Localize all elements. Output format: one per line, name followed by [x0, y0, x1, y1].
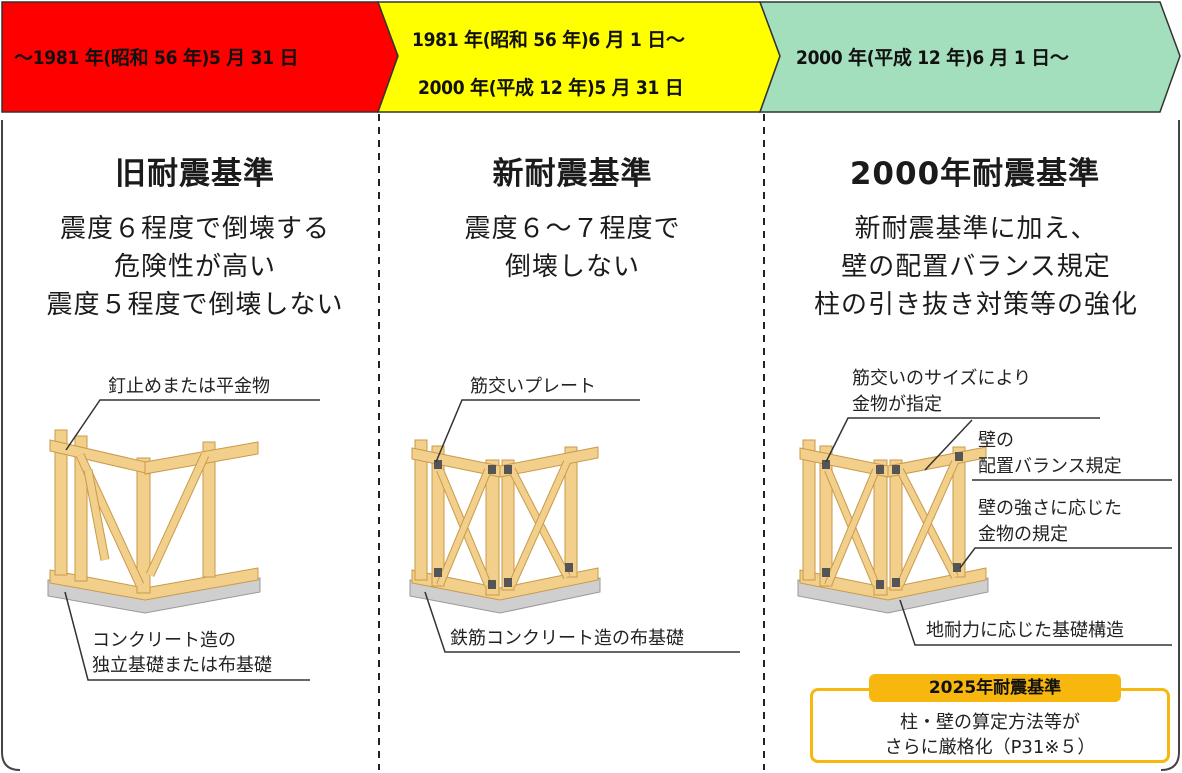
period-label-new-end: 2000 年(平成 12 年)5 月 31 日	[418, 77, 684, 99]
label-wall-strength-line1: 壁の強さに応じた	[978, 498, 1122, 519]
label-wall-balance-line1: 壁の	[978, 430, 1014, 451]
leader-bottom-old	[64, 591, 310, 681]
label-nail-or-plate: 釘止めまたは平金物	[108, 376, 270, 397]
outer-border-right	[1160, 120, 1180, 771]
desc-2000-line-3: 柱の引き抜き対策等の強化	[813, 290, 1138, 320]
desc-new-line-2: 倒壊しない	[504, 252, 640, 282]
label-rc-foundation: 鉄筋コンクリート造の布基礎	[450, 628, 684, 649]
period-label-old: 〜1981 年(昭和 56 年)5 月 31 日	[14, 47, 299, 69]
leader-mid2-2000	[959, 547, 1172, 569]
frame-illustration-new	[409, 439, 601, 614]
period-label-2000: 2000 年(平成 12 年)6 月 1 日〜	[796, 47, 1069, 69]
label-brace-size-line2: 金物が指定	[852, 394, 942, 415]
label-brace-plate: 筋交いプレート	[470, 376, 596, 397]
leader-bottom-new	[424, 591, 740, 653]
desc-new-line-1: 震度６〜７程度で	[464, 214, 681, 244]
desc-old-standard: 震度６程度で倒壊する 危険性が高い 震度５程度で倒壊しない	[20, 210, 370, 324]
title-old-standard: 旧耐震基準	[115, 156, 275, 192]
leader-top-new	[435, 399, 640, 463]
desc-old-line-1: 震度６程度で倒壊する	[59, 214, 330, 244]
frame-illustration-old	[47, 429, 261, 614]
label-concrete-line2: 独立基礎または布基礎	[92, 655, 272, 676]
period-band-2000	[758, 1, 1181, 113]
desc-2000-line-1: 新耐震基準に加え、	[854, 214, 1098, 244]
label-wall-strength-line2: 金物の規定	[978, 524, 1068, 545]
label-ground-foundation: 地耐力に応じた基礎構造	[926, 620, 1124, 641]
label-brace-size-line1: 筋交いのサイズにより	[852, 368, 1032, 389]
leader-bottom-2000	[899, 599, 1172, 646]
title-new-standard: 新耐震基準	[492, 156, 653, 192]
leader-top-old	[65, 399, 320, 451]
label-wall-balance-line2: 配置バランス規定	[978, 456, 1122, 477]
leader-top-2000	[825, 417, 1100, 463]
desc-old-line-2: 危険性が高い	[113, 252, 276, 282]
period-label-new-start: 1981 年(昭和 56 年)6 月 1 日〜	[412, 29, 685, 51]
title-2000-standard: 2000年耐震基準	[849, 156, 1101, 192]
outer-border	[1, 120, 21, 771]
note-2025-line-1: 柱・壁の算定方法等が	[900, 712, 1080, 733]
desc-2000-standard: 新耐震基準に加え、 壁の配置バランス規定 柱の引き抜き対策等の強化	[780, 210, 1172, 324]
note-2025-text: 柱・壁の算定方法等が さらに厳格化（P31※５）	[810, 710, 1170, 760]
desc-old-line-3: 震度５程度で倒壊しない	[46, 290, 344, 320]
desc-new-standard: 震度６〜７程度で 倒壊しない	[395, 210, 750, 286]
leader-mid1-2000	[924, 419, 973, 471]
desc-2000-line-2: 壁の配置バランス規定	[841, 252, 1111, 282]
note-2025-line-2: さらに厳格化（P31※５）	[884, 737, 1096, 758]
label-concrete-line1: コンクリート造の	[92, 630, 236, 651]
note-2025-title: 2025年耐震基準	[869, 674, 1121, 702]
frame-illustration-2000	[797, 439, 989, 614]
